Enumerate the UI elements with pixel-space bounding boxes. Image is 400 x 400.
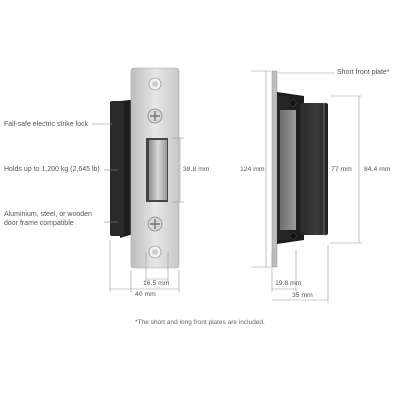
callout-holds-weight: Holds up to 1,200 kg (2,645 lb) <box>4 166 100 173</box>
dim-keeper-width: 16.5 mm <box>143 280 170 287</box>
side-view <box>271 70 328 268</box>
side-top-screw <box>289 99 297 107</box>
dim-total-width: 40 mm <box>135 291 156 298</box>
dim-side-plate: 19.8 mm <box>275 280 302 287</box>
side-dimension-lines <box>251 70 362 303</box>
footnote: *The short and long front plates are inc… <box>135 319 265 326</box>
callout-frame-line1: Aluminium, steel, or wooden <box>4 211 92 218</box>
dim-depth-height: 84.4 mm <box>364 166 391 173</box>
dim-keeper-height: 38.8 mm <box>183 166 210 173</box>
callout-short-front-plate: Short front plate* <box>337 69 390 76</box>
dim-plate-height: 124 mm <box>240 166 265 173</box>
keeper-jaw <box>149 140 167 200</box>
side-bottom-screw <box>289 232 297 240</box>
front-callout-lines <box>92 123 118 223</box>
front-view <box>110 67 180 269</box>
dim-body-height: 77 mm <box>331 166 352 173</box>
side-body <box>300 103 328 235</box>
callout-frame-line2: door frame compatible <box>4 220 74 227</box>
dim-side-depth: 35 mm <box>292 292 313 299</box>
front-lock-body-left <box>110 101 124 236</box>
side-keeper <box>280 110 296 230</box>
callout-strike-lock: Fail-safe electric strike lock <box>4 121 89 128</box>
side-front-plate <box>271 70 278 268</box>
front-dimension-lines <box>109 137 184 292</box>
